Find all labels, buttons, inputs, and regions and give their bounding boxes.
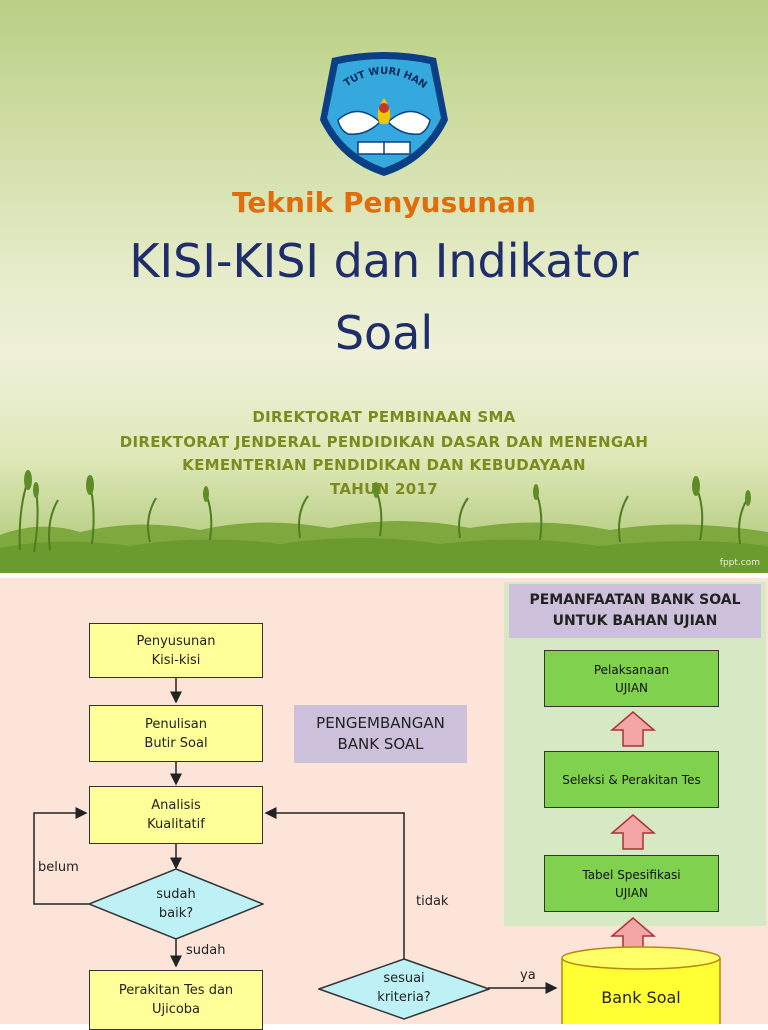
slide-title-line2: Soal [334,306,434,360]
label-sudah: sudah [186,943,226,958]
up-arrow-icon [610,711,656,747]
org-line-2: DIREKTORAT JENDERAL PENDIDIKAN DASAR DAN… [119,433,649,451]
subtitle-kicker: Teknik Penyusunan [232,186,536,219]
org-line-3: KEMENTERIAN PENDIDIKAN DAN KEBUDAYAAN [182,456,586,474]
label-belum: belum [38,860,79,875]
slide-separator [0,573,768,578]
org-line-1: DIREKTORAT PEMBINAAN SMA [252,408,516,426]
slide-title-line1: KISI-KISI dan Indikator [129,234,639,288]
grass-decoration [0,470,768,573]
label-tidak: tidak [416,894,449,909]
tut-wuri-handayani-logo: TUT WURI HANDAYANI [308,50,448,176]
up-arrow-icon [610,814,656,850]
decision-sudah-baik [88,868,264,940]
label-ya: ya [520,968,536,983]
use-step-seleksi: Seleksi & Perakitan Tes [544,751,719,808]
flowchart-connectors [33,678,558,994]
org-line-4: TAHUN 2017 [330,480,438,498]
bank-soal-cylinder [561,946,721,1024]
bank-soal-label: Bank Soal [601,988,681,1007]
decision-sesuai-kriteria [318,958,490,1020]
watermark: fppt.com [719,558,760,568]
title-slide: TUT WURI HANDAYANI Teknik Penyusunan KIS… [0,0,768,573]
